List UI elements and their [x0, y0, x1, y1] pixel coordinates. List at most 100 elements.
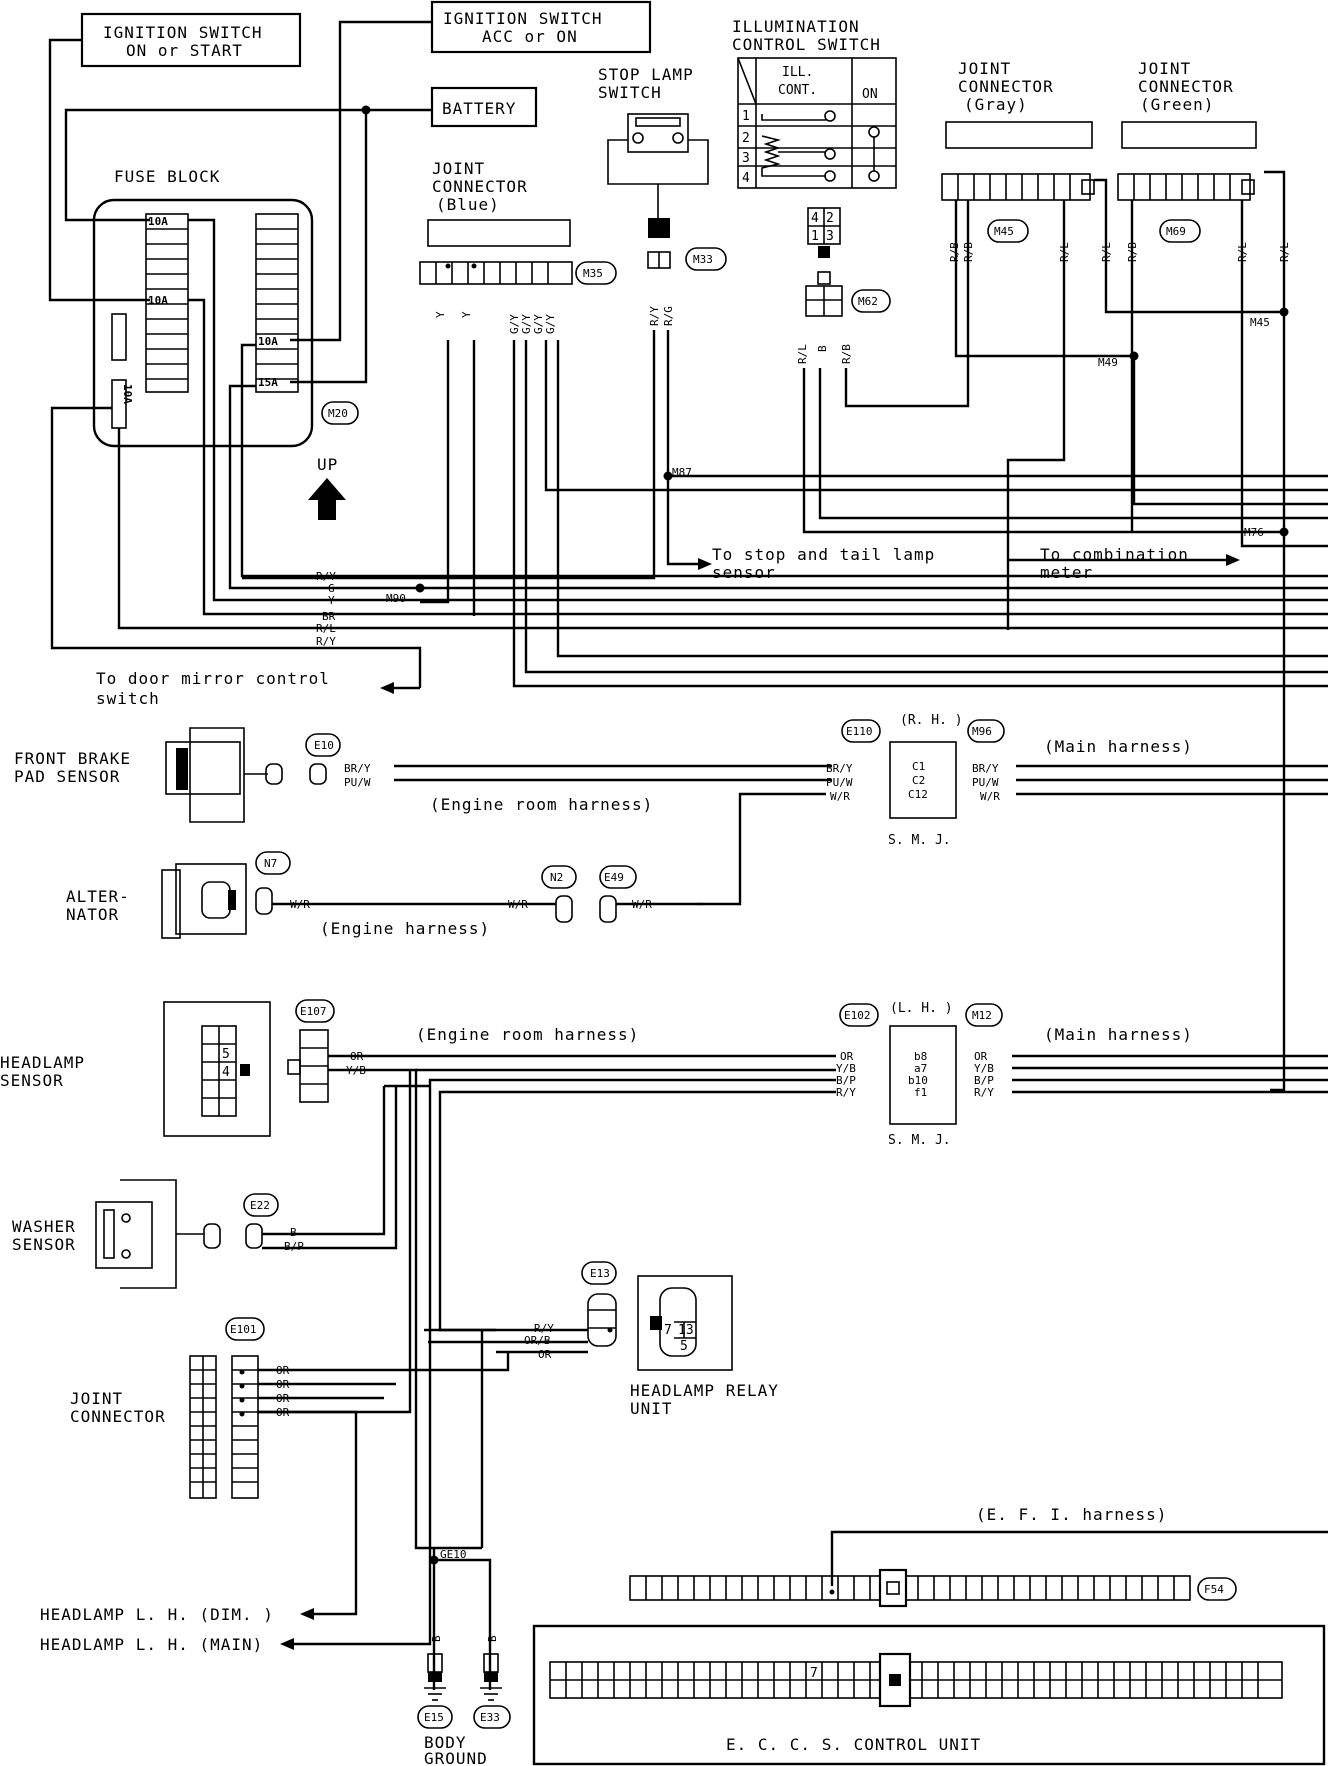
svg-text:E102: E102: [844, 1009, 871, 1022]
svg-text:a7: a7: [914, 1062, 927, 1075]
svg-text:B: B: [816, 345, 829, 352]
svg-text:R/Y: R/Y: [534, 1322, 554, 1335]
svg-text:G/Y: G/Y: [544, 314, 557, 334]
ground-wire-labels: B B: [430, 1635, 499, 1642]
svg-text:E107: E107: [300, 1005, 327, 1018]
m35-wire-labels: Y Y G/Y G/Y G/Y G/Y: [434, 311, 557, 334]
svg-text:S. M. J.: S. M. J.: [888, 1133, 951, 1148]
connector-m69: M69: [1159, 219, 1201, 243]
fuse-block: FUSE BLOCK 10A 10A 10A 15A 10A: [92, 167, 314, 448]
engine-harness-label: (Engine harness): [320, 919, 490, 938]
junction-m45: M45: [1250, 307, 1289, 329]
svg-text:To stop and tail lamp: To stop and tail lamp: [712, 545, 935, 564]
svg-text:CONNECTOR: CONNECTOR: [432, 177, 528, 196]
svg-text:E. C. C. S. CONTROL UNIT: E. C. C. S. CONTROL UNIT: [726, 1735, 981, 1754]
svg-text:R/Y: R/Y: [316, 635, 336, 648]
svg-text:E22: E22: [250, 1199, 270, 1212]
door-mirror-label: To door mirror control switch: [96, 669, 330, 708]
e101-wire-labels: OR OR OR OR: [276, 1364, 290, 1419]
svg-text:1: 1: [742, 109, 750, 124]
svg-text:M87: M87: [672, 466, 692, 479]
connector-e22: E22: [243, 1193, 279, 1249]
svg-text:M45: M45: [994, 225, 1014, 238]
svg-text:7: 7: [810, 1666, 818, 1681]
svg-text:BR: BR: [322, 610, 336, 623]
connector-e101: E101: [225, 1317, 265, 1341]
svg-text:R/L: R/L: [796, 344, 809, 364]
svg-text:HEADLAMP: HEADLAMP: [0, 1053, 85, 1072]
svg-text:Y: Y: [434, 311, 447, 318]
svg-text:M49: M49: [1098, 356, 1118, 369]
headlamp-relay-unit: 7 13 5 HEADLAMP RELAY UNIT: [630, 1275, 778, 1418]
svg-text:BODY: BODY: [424, 1733, 467, 1752]
svg-text:4: 4: [811, 211, 819, 226]
svg-text:NATOR: NATOR: [66, 905, 119, 924]
junction-m49: M49: [1098, 351, 1139, 369]
svg-text:SENSOR: SENSOR: [0, 1071, 64, 1090]
svg-text:ACC or ON: ACC or ON: [482, 27, 578, 46]
svg-text:B/P: B/P: [836, 1074, 856, 1087]
svg-text:M20: M20: [328, 407, 348, 420]
svg-text:C1: C1: [912, 760, 925, 773]
svg-text:B/P: B/P: [284, 1240, 304, 1253]
svg-text:PU/W: PU/W: [826, 776, 853, 789]
svg-text:OR: OR: [538, 1348, 552, 1361]
main-bundle-labels: R/Y G Y BR R/L R/Y: [316, 570, 336, 648]
ignition-on-start-box: IGNITION SWITCH ON or START: [80, 12, 302, 68]
junction-m87: M87: [663, 466, 692, 481]
svg-text:PU/W: PU/W: [972, 776, 999, 789]
front-brake-pad-sensor: FRONT BRAKE PAD SENSOR: [14, 727, 283, 823]
alternator: ALTER- NATOR: [66, 863, 273, 939]
svg-text:BATTERY: BATTERY: [442, 99, 516, 118]
alternator-wire-labels: W/R W/R W/R: [290, 898, 652, 911]
svg-text:G: G: [328, 582, 335, 595]
stop-lamp-switch: STOP LAMP SWITCH: [598, 65, 709, 269]
svg-text:ON: ON: [862, 87, 878, 102]
connector-m45: M45: [987, 219, 1029, 243]
svg-text:B: B: [430, 1635, 443, 1642]
svg-text:R/Y: R/Y: [316, 570, 336, 583]
main-harness-label-2: (Main harness): [1044, 1025, 1193, 1044]
svg-text:switch: switch: [96, 689, 160, 708]
junction-m76: M76: [1244, 526, 1289, 539]
svg-text:W/R: W/R: [632, 898, 652, 911]
svg-text:BR/Y: BR/Y: [826, 762, 853, 775]
svg-text:N2: N2: [550, 871, 563, 884]
svg-text:M33: M33: [693, 253, 713, 266]
svg-text:GE10: GE10: [440, 1548, 467, 1561]
smj-lh: (L. H. ) E102 M12 b8 a7 b10 f1 S. M. J. …: [836, 1001, 1003, 1148]
svg-text:JOINT: JOINT: [958, 59, 1011, 78]
svg-text:FUSE BLOCK: FUSE BLOCK: [114, 167, 220, 186]
svg-text:M62: M62: [858, 295, 878, 308]
svg-text:5: 5: [680, 1339, 688, 1354]
svg-text:M35: M35: [583, 267, 603, 280]
svg-text:R/B: R/B: [840, 344, 853, 364]
svg-text:E15: E15: [424, 1711, 444, 1724]
svg-text:2: 2: [742, 131, 750, 146]
efi-harness-label: (E. F. I. harness): [976, 1505, 1167, 1524]
fuse-10a-3: 10A: [258, 335, 278, 348]
svg-text:C12: C12: [908, 788, 928, 801]
svg-text:2: 2: [826, 211, 834, 226]
svg-text:(R. H. ): (R. H. ): [900, 713, 963, 728]
svg-text:E101: E101: [230, 1323, 257, 1336]
connector-e107: E107: [287, 999, 335, 1103]
svg-text:IGNITION SWITCH: IGNITION SWITCH: [443, 9, 603, 28]
svg-text:f1: f1: [914, 1086, 927, 1099]
svg-text:Y/B: Y/B: [974, 1062, 994, 1075]
svg-text:CONTROL SWITCH: CONTROL SWITCH: [732, 35, 881, 54]
svg-text:M96: M96: [972, 725, 992, 738]
m69-wire-labels: R/L R/B R/L R/L: [1100, 242, 1291, 262]
svg-text:OR: OR: [974, 1050, 988, 1063]
connector-f54: F54: [1197, 1577, 1237, 1601]
headlamp-lh-dim-label: HEADLAMP L. H. (DIM. ): [40, 1605, 274, 1624]
svg-text:CONNECTOR: CONNECTOR: [1138, 77, 1234, 96]
wire-ign-on-start: [48, 38, 150, 302]
ground-e33-icon: E33: [473, 1653, 511, 1729]
svg-text:Y/B: Y/B: [836, 1062, 856, 1075]
svg-text:CONT.: CONT.: [778, 83, 817, 98]
svg-text:4: 4: [742, 171, 750, 186]
svg-text:CONNECTOR: CONNECTOR: [958, 77, 1054, 96]
svg-text:JOINT: JOINT: [70, 1389, 123, 1408]
svg-text:To door mirror control: To door mirror control: [96, 669, 330, 688]
